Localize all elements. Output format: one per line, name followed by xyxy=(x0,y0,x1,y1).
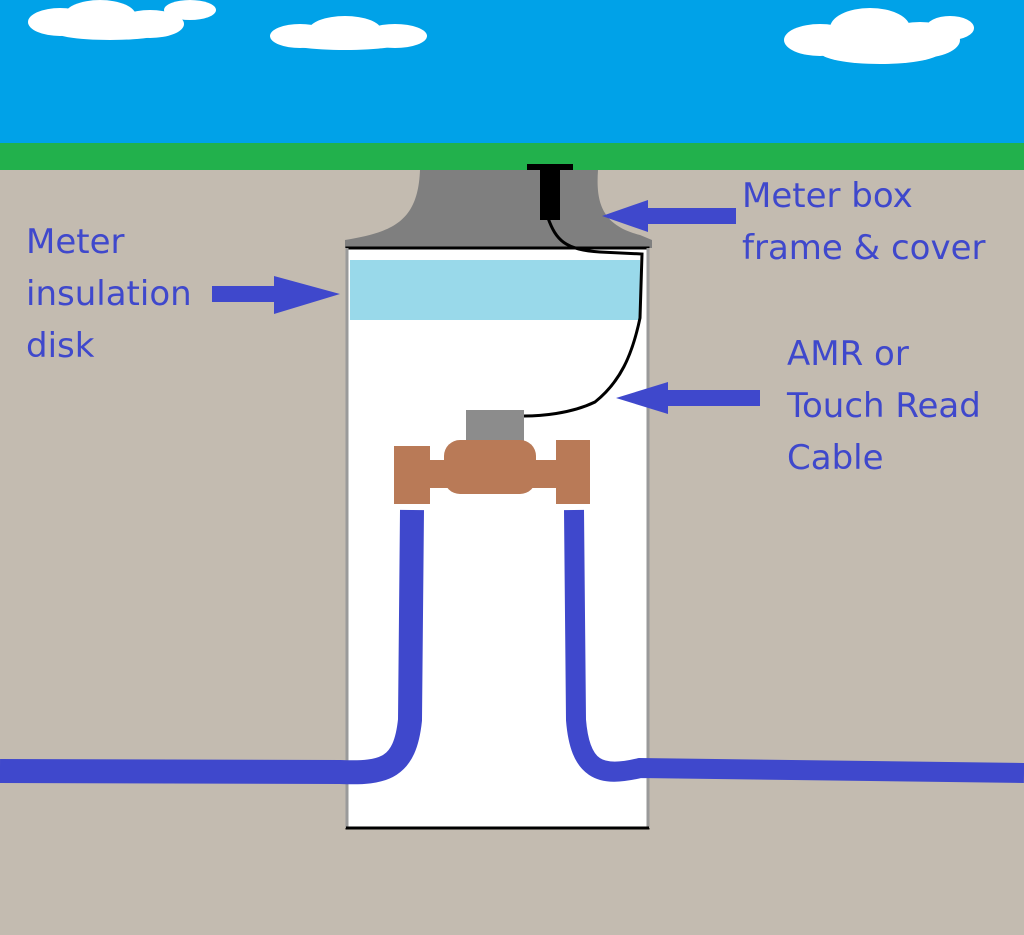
label-cable-line-3: Cable xyxy=(787,438,884,478)
cloud-right xyxy=(784,8,974,64)
outlet-pipe xyxy=(564,509,1024,783)
touch-pad-cap xyxy=(527,164,573,170)
insulation-disk xyxy=(350,260,640,320)
label-cable: AMR or Touch Read Cable xyxy=(786,334,992,478)
label-box-line-1: Meter box xyxy=(742,176,913,216)
inlet-pipe xyxy=(0,509,424,785)
meter-flange-right xyxy=(556,440,590,504)
meter-box-interior xyxy=(345,246,650,830)
label-box-line-2: frame & cover xyxy=(742,228,985,268)
water-meter xyxy=(394,440,590,504)
label-insulation-line-2: insulation xyxy=(26,274,192,314)
meter-flange-left xyxy=(394,446,430,504)
meter-box-frame xyxy=(345,170,652,248)
touch-pad xyxy=(540,168,560,220)
arrow-cable xyxy=(616,382,760,414)
cloud-middle xyxy=(270,16,427,50)
label-cable-line-1: AMR or xyxy=(787,334,909,374)
meter-main-body xyxy=(444,440,536,494)
label-cable-line-2: Touch Read xyxy=(786,386,981,426)
label-insulation-line-1: Meter xyxy=(26,222,125,262)
label-box: Meter box frame & cover xyxy=(742,176,985,268)
touch-read-cable xyxy=(523,217,644,418)
label-insulation: Meter insulation disk xyxy=(26,222,202,366)
label-insulation-line-3: disk xyxy=(26,326,95,366)
arrow-insulation xyxy=(212,276,340,314)
arrow-box xyxy=(602,200,736,232)
meter-neck-right xyxy=(530,460,558,488)
cloud-left xyxy=(28,0,216,40)
grass-strip xyxy=(0,143,1024,170)
